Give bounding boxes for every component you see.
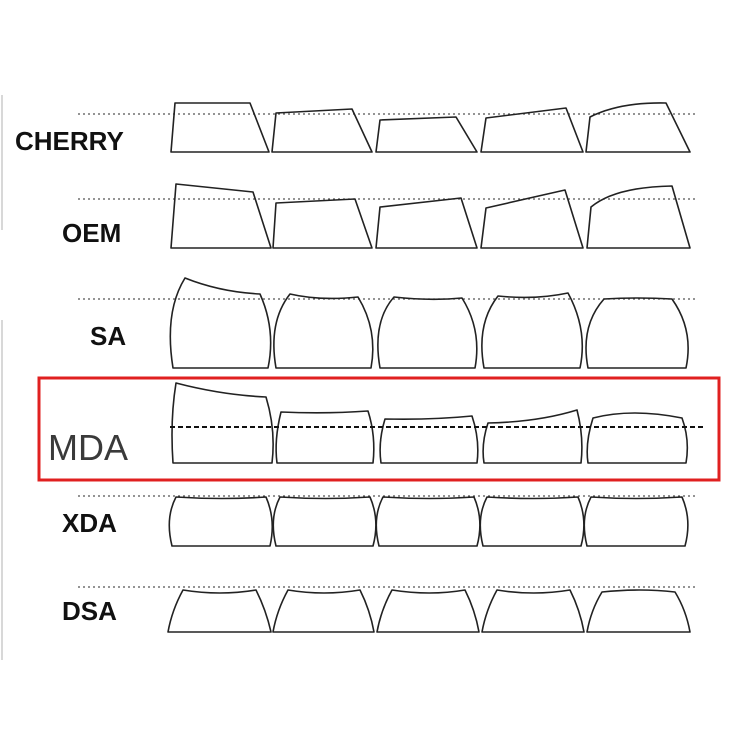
row-label-dsa: DSA xyxy=(62,596,117,626)
keycap-cherry-r2 xyxy=(271,108,373,153)
keycap-dsa-r2 xyxy=(272,589,375,633)
keycap-xda-r2 xyxy=(272,496,377,547)
keycap-dsa-r1 xyxy=(167,589,272,633)
keycap-dsa-r4 xyxy=(481,589,585,633)
keycap-dsa-r3 xyxy=(376,589,480,633)
keycap-mda-r1 xyxy=(171,382,274,464)
keycap-sa-r2 xyxy=(273,293,374,369)
row-label-oem: OEM xyxy=(62,218,121,248)
keycap-mda-r2 xyxy=(275,410,375,464)
keycap-xda-r4 xyxy=(479,496,585,547)
row-xda: XDA xyxy=(62,495,698,547)
keycap-sa-r1 xyxy=(169,277,272,369)
row-sa: SA xyxy=(78,277,698,369)
keycap-oem-r2 xyxy=(272,198,373,249)
highlight-box xyxy=(37,376,721,482)
keycap-oem-r4 xyxy=(480,189,584,249)
keycap-xda-r3 xyxy=(375,496,481,547)
row-label-xda: XDA xyxy=(62,508,117,538)
keycap-cherry-r1 xyxy=(170,102,270,153)
row-oem: OEM xyxy=(62,183,698,249)
keycap-mda-r4 xyxy=(482,409,583,464)
keycap-sa-r3 xyxy=(377,296,478,369)
keycap-cherry-r4 xyxy=(480,107,584,153)
row-cherry: CHERRY xyxy=(15,102,698,156)
keycap-xda-r1 xyxy=(168,496,274,547)
keycap-oem-r1 xyxy=(170,183,272,249)
keycap-oem-r3 xyxy=(375,197,478,249)
keycap-sa-r4 xyxy=(481,292,584,369)
row-label-mda: MDA xyxy=(48,427,128,468)
keycap-cherry-r5 xyxy=(585,102,691,153)
row-label-cherry: CHERRY xyxy=(15,126,124,156)
row-dsa: DSA xyxy=(62,586,698,633)
keycap-mda-r3 xyxy=(379,415,479,464)
keycap-mda-r5 xyxy=(586,412,689,464)
row-mda: MDA xyxy=(37,376,721,482)
keycap-oem-r5 xyxy=(586,185,691,249)
keycap-xda-r5 xyxy=(583,496,689,547)
keycap-sa-r5 xyxy=(585,297,689,369)
row-label-sa: SA xyxy=(90,321,126,351)
keycap-dsa-r5 xyxy=(586,589,691,633)
keycap-cherry-r3 xyxy=(375,116,478,153)
